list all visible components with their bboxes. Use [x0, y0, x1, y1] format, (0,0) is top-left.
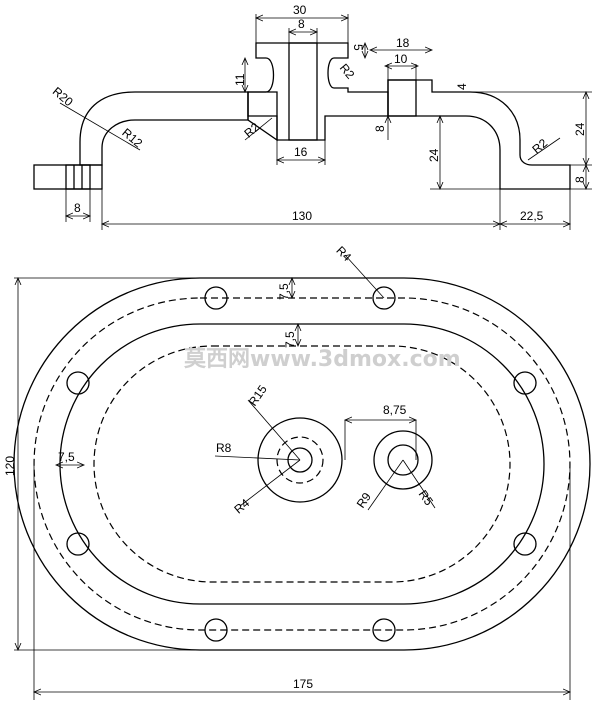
label-r12: R12 — [119, 125, 145, 150]
bolt-hole — [66, 532, 90, 556]
dim-step-5: 5 — [351, 44, 365, 51]
dim-top-width: 30 — [293, 3, 307, 17]
dim-8-center: 8 — [373, 125, 387, 132]
dim-right-boss-width: 18 — [396, 36, 410, 50]
dim-7-5-left: 7,5 — [58, 450, 75, 464]
dim-130: 130 — [292, 209, 312, 223]
dim-boss-height: 11 — [233, 73, 247, 86]
dim-175: 175 — [293, 677, 313, 691]
secondary-boss-hole — [387, 444, 419, 476]
dim-8-75: 8,75 — [383, 403, 407, 417]
bolt-hole — [513, 532, 537, 556]
dim-right-hole: 10 — [394, 52, 408, 66]
dim-8-right: 8 — [573, 176, 587, 183]
dim-7-5-top: 7,5 — [277, 283, 291, 300]
bolt-hole — [372, 618, 396, 642]
label-r2-right: R2 — [529, 136, 550, 157]
label-r20: R20 — [50, 84, 76, 109]
bolt-hole — [204, 618, 228, 642]
label-r9: R9 — [354, 490, 374, 511]
center-boss-hole — [287, 447, 313, 473]
bolt-hole — [204, 286, 228, 310]
secondary-boss-outer — [373, 430, 433, 490]
label-r2-top: R2 — [337, 61, 358, 82]
dim-7-5-mid: 7,5 — [283, 331, 297, 348]
watermark: 莫西网www.3dmox.com — [184, 347, 461, 372]
bolt-hole — [372, 286, 396, 310]
right-hole — [387, 79, 417, 117]
bolt-circle-line — [33, 297, 571, 631]
dim-8-left: 8 — [74, 201, 81, 215]
left-foot — [33, 164, 103, 190]
dim-120: 120 — [3, 456, 17, 476]
plan-view: R4 7,5 7,5 120 7,5 R15 R8 R4 8,75 R9 R5 … — [3, 243, 591, 700]
label-r2-mid: R2 — [241, 120, 262, 141]
dim-24-inner: 24 — [427, 148, 441, 162]
right-body-section — [387, 79, 571, 190]
center-bore — [288, 42, 318, 141]
bolt-hole — [66, 371, 90, 395]
dim-24-side: 24 — [573, 122, 587, 136]
dim-flange-inner: 8 — [298, 17, 305, 31]
dim-22-5: 22,5 — [520, 209, 544, 223]
main-body-section — [79, 91, 249, 166]
label-r8: R8 — [216, 441, 232, 455]
label-r4-bolt: R4 — [333, 243, 354, 264]
left-foot-hole — [65, 164, 91, 190]
center-boss-dashed — [276, 436, 324, 484]
dim-16: 16 — [294, 145, 308, 159]
center-boss-outer — [257, 417, 343, 503]
inner-dashed-contour — [93, 345, 511, 583]
outer-contour — [13, 277, 591, 651]
dim-4: 4 — [455, 83, 469, 90]
bolt-hole — [513, 371, 537, 395]
center-boss-section — [247, 42, 389, 141]
section-view: 30 8 11 5 18 10 R20 R12 R2 R2 R2 4 24 8 — [33, 3, 592, 230]
label-r15: R15 — [246, 382, 270, 408]
